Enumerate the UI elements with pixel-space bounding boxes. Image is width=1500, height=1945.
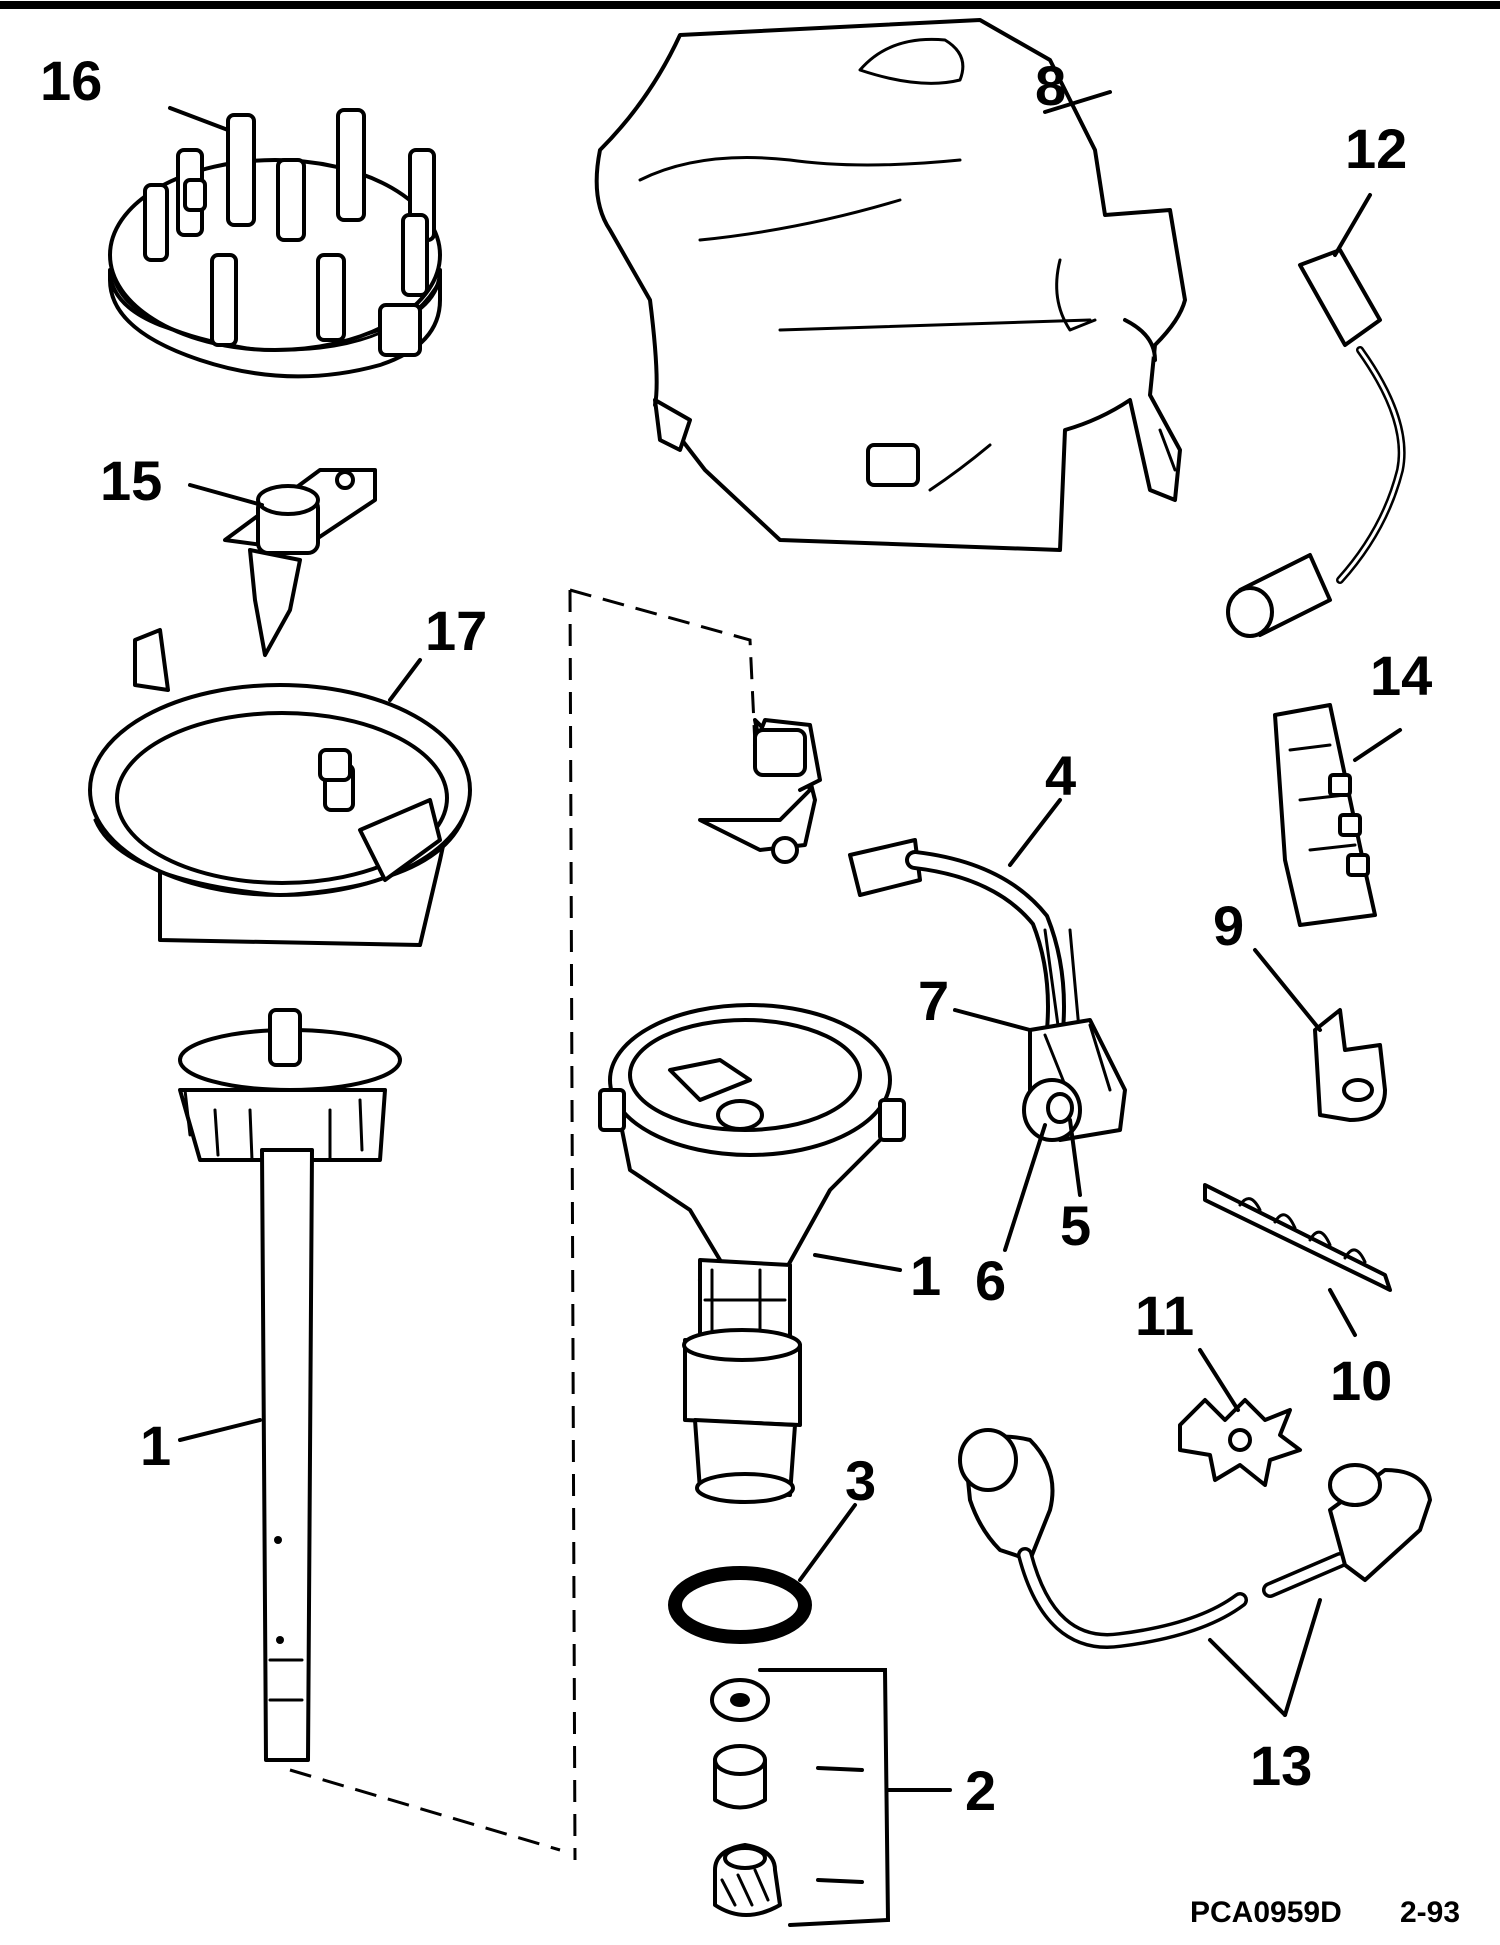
part-11-star-clip bbox=[1178, 1398, 1302, 1487]
part-12-coil-wire bbox=[1226, 248, 1406, 638]
leader-13a bbox=[1208, 1638, 1287, 1717]
part-14-connector bbox=[1273, 703, 1377, 927]
leader-6 bbox=[1003, 1123, 1047, 1252]
part-1-shaft-assembly bbox=[178, 1008, 402, 1762]
callout-5: 5 bbox=[1060, 1194, 1091, 1257]
leader-16 bbox=[168, 106, 230, 132]
leader-1-housing bbox=[813, 1253, 902, 1272]
leader-12 bbox=[1333, 193, 1372, 257]
callout-12: 12 bbox=[1345, 117, 1407, 180]
part-4-pickup-coil-harness bbox=[698, 718, 1082, 1042]
part-9-terminal bbox=[1313, 1008, 1387, 1122]
callout-17: 17 bbox=[425, 599, 487, 662]
leader-10 bbox=[1328, 1288, 1357, 1337]
leader-13b bbox=[1283, 1598, 1322, 1717]
callout-6: 6 bbox=[975, 1249, 1006, 1312]
leader-7 bbox=[953, 1008, 1032, 1032]
part-1-distributor-housing bbox=[598, 1003, 906, 1504]
part-8-shield bbox=[594, 18, 1187, 552]
part-5-6-terminals bbox=[1022, 1078, 1082, 1142]
dashed-guide-vertical bbox=[568, 589, 577, 1861]
leader-3 bbox=[798, 1503, 857, 1582]
callout-8: 8 bbox=[1035, 54, 1066, 117]
leader-8 bbox=[1043, 90, 1112, 114]
leader-11 bbox=[1198, 1348, 1240, 1412]
callout-16: 16 bbox=[40, 49, 102, 112]
leader-15 bbox=[188, 483, 264, 507]
part-13-spark-plug-wire bbox=[958, 1428, 1432, 1649]
callout-1-housing: 1 bbox=[910, 1244, 941, 1307]
leader-1-shaft bbox=[178, 1418, 262, 1442]
callout-14: 14 bbox=[1370, 644, 1432, 707]
leader-4 bbox=[1008, 798, 1062, 867]
callout-3: 3 bbox=[845, 1449, 876, 1512]
callout-15: 15 bbox=[100, 449, 162, 512]
bracket-2 bbox=[758, 1668, 891, 1927]
part-16-distributor-cap bbox=[108, 108, 442, 379]
callout-1-shaft: 1 bbox=[140, 1414, 171, 1477]
part-17-adapter-housing bbox=[88, 628, 472, 947]
dashed-guide-bottom bbox=[289, 1768, 561, 1852]
leader-9 bbox=[1253, 948, 1322, 1032]
leader-5 bbox=[1068, 1118, 1082, 1197]
callout-9: 9 bbox=[1213, 894, 1244, 957]
part-10-wire-clip bbox=[1203, 1183, 1392, 1292]
callout-2: 2 bbox=[965, 1759, 996, 1822]
part-15-rotor bbox=[223, 468, 377, 657]
callout-4: 4 bbox=[1045, 744, 1076, 807]
part-3-o-ring bbox=[668, 1566, 812, 1644]
callout-13: 13 bbox=[1250, 1734, 1312, 1797]
callout-7: 7 bbox=[918, 969, 949, 1032]
part-2-gear-kit bbox=[710, 1678, 864, 1917]
callout-10: 10 bbox=[1330, 1349, 1392, 1412]
leader-17 bbox=[388, 658, 422, 702]
figure-code: PCA0959D bbox=[1190, 1896, 1342, 1929]
leader-14 bbox=[1353, 728, 1402, 762]
dashed-guide-top bbox=[569, 588, 757, 746]
page-reference: 2-93 bbox=[1400, 1896, 1460, 1929]
callout-11: 11 bbox=[1135, 1284, 1194, 1347]
